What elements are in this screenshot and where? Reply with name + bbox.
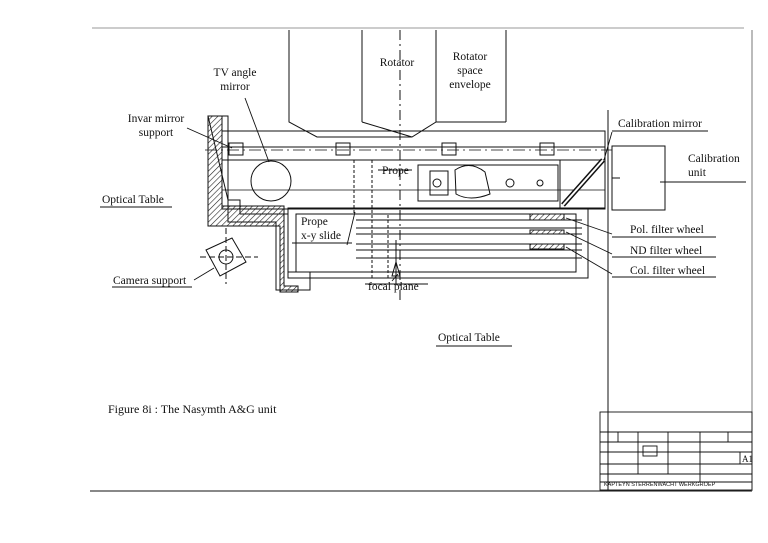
label-line: Calibration: [688, 153, 740, 165]
label-line: TV angle: [213, 67, 257, 79]
tv-angle-mirror: [240, 159, 300, 202]
camera-support: [200, 228, 258, 284]
label-underlines: [100, 130, 746, 347]
label-camera-support-text: Camera support: [113, 275, 187, 287]
label-prope-xy-slide: Prope x-y slide: [301, 215, 341, 243]
label-line: space: [457, 65, 483, 77]
label-line: support: [138, 127, 174, 139]
label-invar-mirror-support: Invar mirror support: [118, 112, 194, 140]
label-pol-filter-wheel: Pol. filter wheel: [630, 223, 704, 237]
rotator-envelope: [288, 30, 507, 300]
label-nd-filter-wheel-text: ND filter wheel: [630, 245, 703, 257]
leader-lines: [186, 97, 688, 282]
label-focal-plane-text: focal plane: [368, 281, 419, 293]
filter-wheel-stack: [287, 207, 589, 279]
figure-caption: Figure 8i : The Nasymth A&G unit: [108, 402, 277, 416]
label-line: Invar mirror: [127, 113, 185, 125]
label-rotator: Rotator: [370, 56, 424, 70]
invar-support-wall: [207, 115, 311, 293]
label-pol-filter-wheel-text: Pol. filter wheel: [630, 224, 704, 236]
label-rotator-space-envelope: Rotator space envelope: [438, 50, 502, 92]
label-nd-filter-wheel: ND filter wheel: [630, 244, 702, 258]
label-line: unit: [688, 167, 706, 179]
label-line: mirror: [220, 81, 250, 93]
label-calibration-mirror: Calibration mirror: [618, 117, 702, 131]
title-block-institute: KAPTEYN STERRENWACHT WERKGROEP: [604, 482, 716, 488]
label-prope: Prope: [382, 164, 409, 178]
label-calibration-mirror-text: Calibration mirror: [618, 118, 702, 130]
label-line: Rotator: [452, 51, 488, 63]
label-focal-plane: focal plane: [368, 280, 419, 294]
title-block: [599, 411, 753, 491]
label-line: Prope: [301, 216, 328, 228]
title-block-sheet-size: A1: [742, 454, 753, 464]
label-line: envelope: [449, 79, 491, 91]
label-line: x-y slide: [301, 230, 341, 242]
label-prope-text: Prope: [382, 165, 409, 177]
label-optical-table-left-text: Optical Table: [102, 194, 164, 206]
label-rotator-text: Rotator: [379, 57, 415, 69]
label-camera-support: Camera support: [113, 274, 186, 288]
focal-plane-marker: [391, 240, 401, 284]
label-optical-table-center-text: Optical Table: [438, 332, 500, 344]
label-optical-table-center: Optical Table: [438, 331, 500, 345]
label-optical-table-left: Optical Table: [102, 193, 164, 207]
prope-optics: [353, 160, 559, 215]
label-tv-angle-mirror: TV angle mirror: [205, 66, 265, 94]
label-col-filter-wheel: Col. filter wheel: [630, 264, 705, 278]
label-col-filter-wheel-text: Col. filter wheel: [630, 265, 706, 277]
label-calibration-unit: Calibration unit: [688, 152, 740, 180]
calibration-assembly: [559, 145, 666, 211]
